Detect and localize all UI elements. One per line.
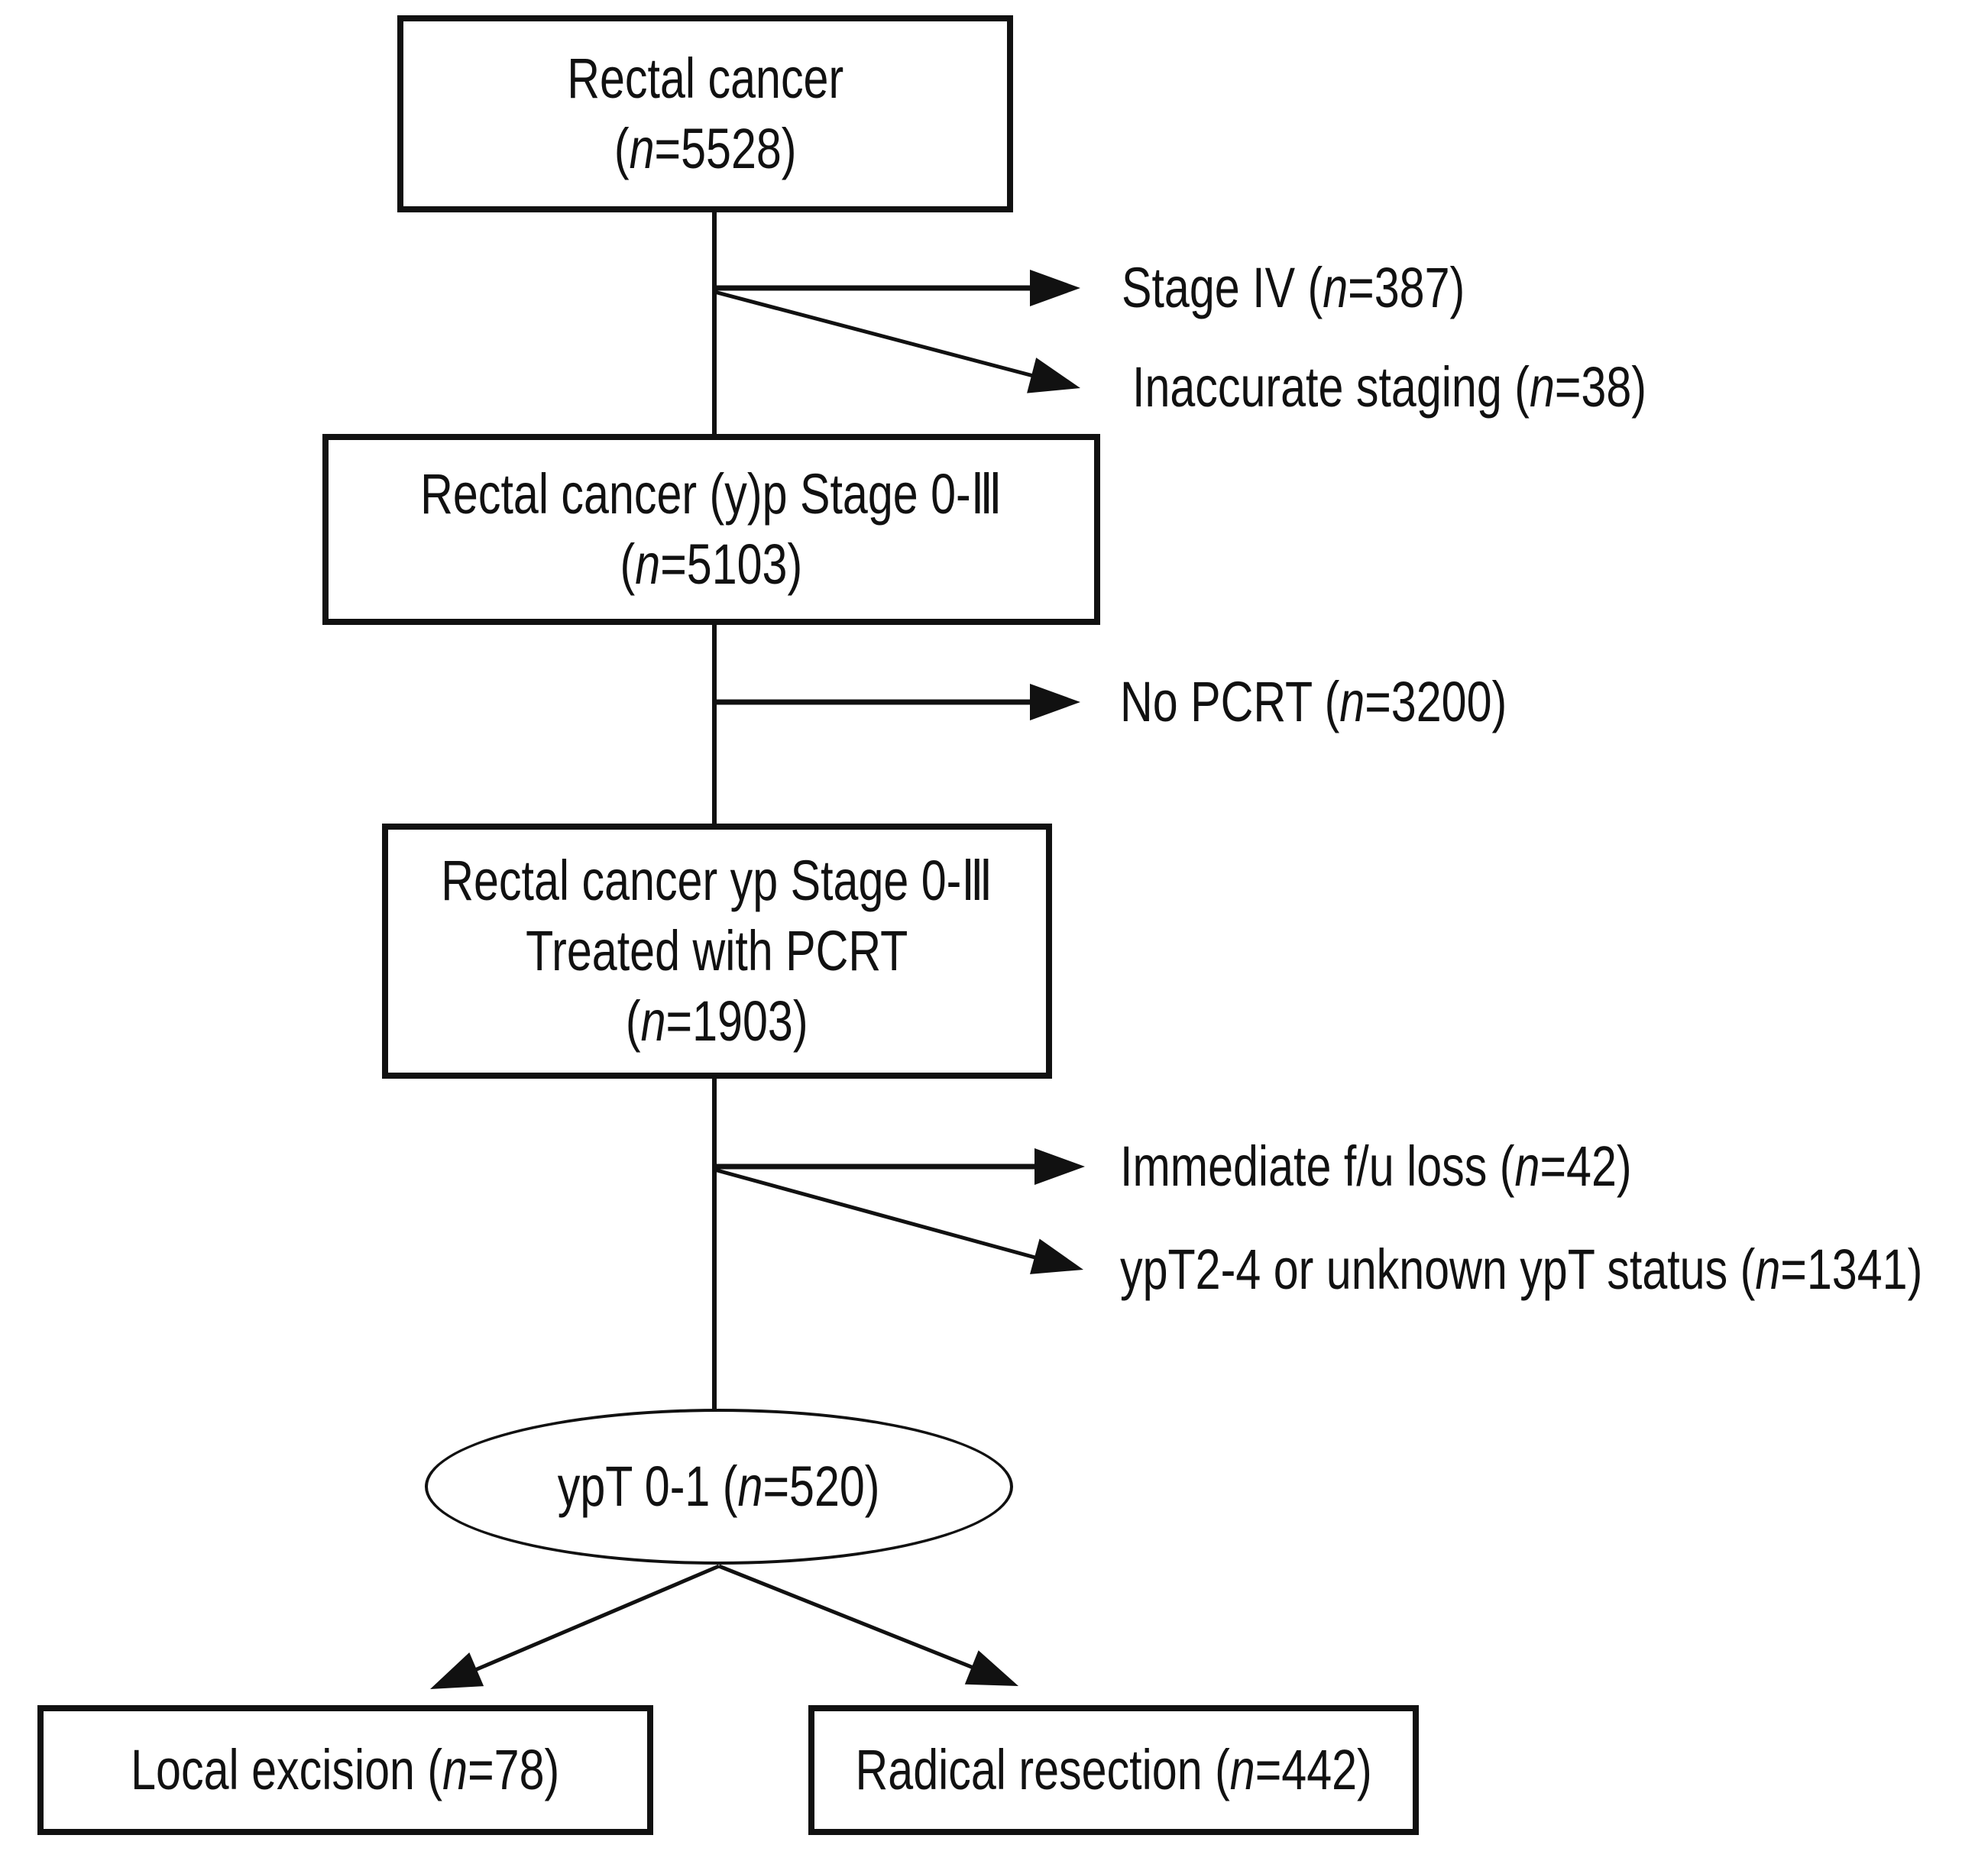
- label-fu-loss: Immediate f/u loss (n=42): [1120, 1134, 1632, 1198]
- arrow-fu-loss: [714, 1148, 1085, 1185]
- node-local-excision-label: Local excision (n=78): [131, 1738, 560, 1801]
- label-ypt2-4: ypT2-4 or unknown ypT status (n=1341): [1120, 1238, 1923, 1301]
- arrow-no-pcrt: [714, 684, 1080, 720]
- node-treated-pcrt-label: Rectal cancer yp Stage 0-Ⅲ Treated with …: [442, 846, 993, 1057]
- node-stage-0-3: Rectal cancer (y)p Stage 0-Ⅲ (n=5103): [322, 434, 1100, 625]
- node-stage-0-3-label: Rectal cancer (y)p Stage 0-Ⅲ (n=5103): [420, 459, 1002, 600]
- node-treated-pcrt-line2: Treated with PCRT: [526, 919, 908, 982]
- node-ypt-0-1-label: ypT 0-1 (n=520): [558, 1455, 880, 1518]
- arrow-ypt2-4: [714, 1167, 1083, 1274]
- node-rectal-cancer: Rectal cancer (n=5528): [397, 15, 1013, 212]
- node-rectal-cancer-label: Rectal cancer (n=5528): [567, 44, 843, 184]
- arrow-to-local-excision: [430, 1564, 720, 1689]
- node-treated-pcrt-count: (n=1903): [626, 989, 808, 1053]
- label-no-pcrt: No PCRT (n=3200): [1120, 670, 1507, 733]
- node-treated-pcrt: Rectal cancer yp Stage 0-Ⅲ Treated with …: [382, 824, 1052, 1079]
- node-stage-0-3-count: (n=5103): [620, 532, 803, 596]
- node-stage-0-3-line1: Rectal cancer (y)p Stage 0-Ⅲ: [420, 462, 1002, 526]
- node-radical-resection-label: Radical resection (n=442): [855, 1738, 1372, 1801]
- node-rectal-cancer-count: (n=5528): [614, 117, 797, 180]
- node-treated-pcrt-line1: Rectal cancer yp Stage 0-Ⅲ: [441, 849, 993, 912]
- node-local-excision: Local excision (n=78): [37, 1705, 653, 1835]
- arrow-to-radical-resection: [718, 1564, 1018, 1686]
- arrow-stage-iv: [714, 270, 1080, 306]
- arrow-inaccurate-staging: [714, 290, 1080, 393]
- label-stage-iv: Stage IV (n=387): [1122, 256, 1465, 319]
- label-inaccurate-staging: Inaccurate staging (n=38): [1132, 355, 1646, 419]
- node-rectal-cancer-line1: Rectal cancer: [567, 47, 843, 110]
- node-radical-resection: Radical resection (n=442): [808, 1705, 1419, 1835]
- node-ypt-0-1: ypT 0-1 (n=520): [425, 1409, 1013, 1565]
